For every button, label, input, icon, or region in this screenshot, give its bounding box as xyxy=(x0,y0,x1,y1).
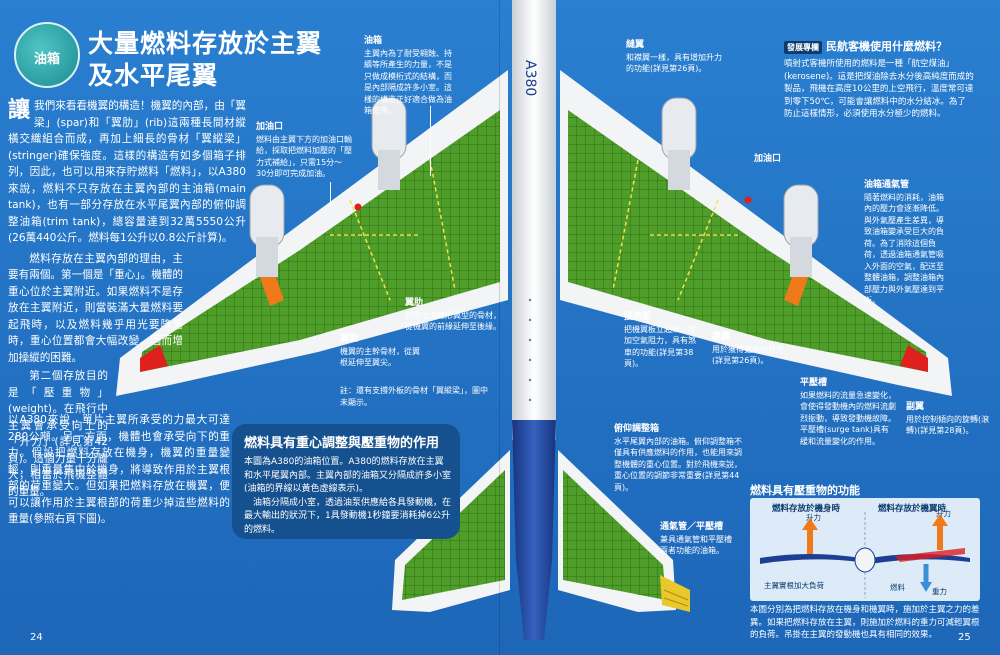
kerosene-question-box: 發展專欄民航客機使用什麼燃料？ 噴射式客機所使用的燃料是一種「航空煤油」(ker… xyxy=(784,38,974,122)
dropcap: 讓 xyxy=(8,98,31,123)
footnote-text: 註：還有支撐外板的骨材「翼縱梁」，圖中未顯示。 xyxy=(340,386,488,407)
effect-diagram: 燃料存放於機身時 燃料存放於機翼時 升力 升力 主翼實根加大負荷 燃料 重力 xyxy=(750,498,980,601)
note-flap-text: 用於獲得更大的升力(詳見第26頁)。 xyxy=(712,344,784,366)
effect-right-label: 燃料存放於機翼時 xyxy=(878,504,947,514)
qbox-tag: 發展專欄 xyxy=(784,41,822,54)
infobox-text: 本圖為A380的油箱位置。A380的燃料存放在主翼和水平尾翼內部。主翼內部的油箱… xyxy=(244,456,452,537)
right-trim-tank xyxy=(563,470,666,600)
fuselage xyxy=(512,0,556,440)
note-vent-text: 隨著燃料的消耗，油箱內的壓力會逐漸降低。與外氣壓產生差異，導致油箱變承受巨大的負… xyxy=(864,192,944,306)
left-surge-tank xyxy=(140,345,168,372)
infobox-text-2: 油箱分隔成小室，透過油泵供應給各具發動機，在最大輸出的狀況下，1具發動機1秒鐘要… xyxy=(244,497,452,535)
note-rib: 翼肋 創造出流線形翼型的骨材，從機翼的前緣延伸至後緣。 xyxy=(405,298,505,333)
note-spar-heading: 翼梁 xyxy=(340,334,359,344)
note-vent-heading: 油箱通氣管 xyxy=(864,180,910,190)
note-filler: 加油口 燃料由主翼下方的加油口輸給，採取把燃料加壓的「壓力式補給」，只需15分～… xyxy=(256,122,352,180)
note-slat-heading: 縫翼 xyxy=(626,40,645,50)
body-paragraph-4: 以A380來說，單片主翼所承受的力最大可達280公噸。另一方面，機體也會承受向下… xyxy=(8,414,230,525)
note-vent: 油箱通氣管 隨著燃料的消耗，油箱內的壓力會逐漸降低。與外氣壓產生差異，導致油箱變… xyxy=(864,180,948,307)
infobox-text-1: 本圖為A380的油箱位置。A380的燃料存放在主翼和水平尾翼內部。主翼內部的油箱… xyxy=(244,457,452,494)
title-line-1: 大量燃料存放於主翼 xyxy=(88,29,323,58)
fuel-role-box: 燃料具有重心調整與壓重物的作用 本圖為A380的油箱位置。A380的燃料存放在主… xyxy=(232,424,460,539)
page-title: 大量燃料存放於主翼 及水平尾翼 xyxy=(88,28,322,92)
note-surge: 平壓槽 如果燃料的流量急速變化，會使得發動機內的燃料流劇烈振動，導致發動機故障。… xyxy=(800,378,896,447)
leader-line xyxy=(330,182,331,206)
body-paragraph-2: 燃料存放在主翼內部的理由，主要有兩個。第一個是「重心」。機體的重心位於主翼附近。… xyxy=(8,252,183,364)
note-hstab-vent: 通氣管／平壓槽 兼具通氣管和平壓槽兩者功能的油箱。 xyxy=(660,522,734,557)
section-badge: 油箱 xyxy=(14,22,80,88)
note-spoiler-heading: 擾流板 xyxy=(624,312,652,322)
note-hstab-heading: 通氣管／平壓槽 xyxy=(660,522,724,532)
hstab-vent xyxy=(660,575,690,612)
effect-lift-left: 升力 xyxy=(806,513,821,522)
note-fuel-tank-text: 主翼內為了耐受翱蝕、持續等所產生的力量，不是只做成模桁式的結構，而是內部隔成許多… xyxy=(364,48,452,116)
page-number-right: 25 xyxy=(958,632,971,643)
qbox-heading-row: 發展專欄民航客機使用什麼燃料？ xyxy=(784,38,974,54)
badge-label: 油箱 xyxy=(33,52,60,67)
note-trim: 俯仰調整箱 水平尾翼內部的油箱。俯仰調整箱不僅具有供應燃料的作用，也能用來調整機… xyxy=(614,424,748,493)
infobox-heading: 燃料具有重心調整與壓重物的作用 xyxy=(244,436,440,451)
note-aileron-text: 用於控制傾向的旋轉(滾轉)(詳見第28頁)。 xyxy=(906,414,990,436)
title-line-2: 及水平尾翼 xyxy=(88,61,219,90)
note-filler-right: 加油口 xyxy=(754,154,804,166)
note-hstab-text: 兼具通氣管和平壓槽兩者功能的油箱。 xyxy=(660,534,732,556)
body-paragraph-1: 我們來看看機翼的構造！機翼的內部，由「翼梁」(spar)和「翼肋」(rib)這兩… xyxy=(8,100,246,244)
effect-lift-right: 升力 xyxy=(936,509,951,518)
body-paragraph-3: 第二個存放目的是「壓重物」(weight)。在飛行中主翼會承受向上的「升力」(詳… xyxy=(8,370,108,498)
note-aileron-heading: 副翼 xyxy=(906,402,925,412)
note-footnote: 註：還有支撐外板的骨材「翼縱梁」，圖中未顯示。 xyxy=(340,385,490,408)
note-surge-text: 如果燃料的流量急速變化，會使得發動機內的燃料流劇烈振動，導致發動機故障。平壓槽(… xyxy=(800,390,896,446)
page-number-left: 24 xyxy=(30,632,43,643)
note-spoiler-text: 把機翼板立起來，增加空氣阻力，具有煞車的功能(詳見第38頁)。 xyxy=(624,324,696,369)
note-filler-heading: 加油口 xyxy=(256,122,284,132)
note-trim-text: 水平尾翼內部的油箱。俯仰調整箱不僅具有供應燃料的作用，也能用來調整機體的重心位置… xyxy=(614,436,742,492)
note-spar: 翼梁 機翼的主幹骨材，從翼根延伸至翼尖。 xyxy=(340,334,420,369)
note-slat-text: 和襟翼一樣，具有增加升力的功能(詳見第26頁)。 xyxy=(626,52,722,74)
note-spoiler: 擾流板 把機翼板立起來，增加空氣阻力，具有煞車的功能(詳見第38頁)。 xyxy=(624,312,698,370)
note-aileron: 副翼 用於控制傾向的旋轉(滾轉)(詳見第28頁)。 xyxy=(906,402,990,437)
note-rib-text: 創造出流線形翼型的骨材，從機翼的前緣延伸至後緣。 xyxy=(405,310,501,332)
note-filler-right-heading: 加油口 xyxy=(754,154,782,164)
effect-load-label: 主翼實根加大負荷 xyxy=(764,581,824,590)
engines xyxy=(249,97,819,277)
qbox-text: 噴射式客機所使用的燃料是一種「航空煤油」(kerosene)。這是把煤油除去水分… xyxy=(784,59,974,119)
note-fuel-tank-heading: 油箱 xyxy=(364,36,383,46)
note-flap-heading: 襟翼 xyxy=(712,332,731,342)
note-filler-text: 燃料由主翼下方的加油口輸給，採取把燃料加壓的「壓力式補給」，只需15分～30分即… xyxy=(256,134,352,179)
note-rib-heading: 翼肋 xyxy=(405,298,424,308)
left-main-tank xyxy=(140,110,500,372)
effect-left-label: 燃料存放於機身時 xyxy=(772,504,841,514)
ballast-effect-box: 燃料具有壓重物的功能 燃料存放於機身時 燃料存放於機翼時 升力 升力 主翼實根加… xyxy=(750,482,980,602)
body-text: 讓 我們來看看機翼的構造！機翼的內部，由「翼梁」(spar)和「翼肋」(rib)… xyxy=(8,98,246,500)
note-spar-text: 機翼的主幹骨材，從翼根延伸至翼尖。 xyxy=(340,346,420,368)
note-surge-heading: 平壓槽 xyxy=(800,378,828,388)
note-trim-heading: 俯仰調整箱 xyxy=(614,424,660,434)
note-flap: 襟翼 用於獲得更大的升力(詳見第26頁)。 xyxy=(712,332,792,367)
right-surge-tank xyxy=(900,345,928,372)
note-fuel-tank: 油箱 主翼內為了耐受翱蝕、持續等所產生的力量，不是只做成模桁式的結構，而是內部隔… xyxy=(364,36,456,117)
rear-fuselage xyxy=(512,420,556,640)
right-main-tank xyxy=(568,110,928,372)
effect-fuel-label: 燃料 xyxy=(890,583,905,592)
effect-gravity-label: 重力 xyxy=(932,587,947,596)
spread-gutter xyxy=(499,0,500,655)
note-slat: 縫翼 和襟翼一樣，具有增加升力的功能(詳見第26頁)。 xyxy=(626,40,722,75)
svg-text:A380: A380 xyxy=(522,60,538,96)
effect-caption: 本圖分別為把燃料存放在機身和機翼時，施加於主翼之力的差異。如果把燃料存放在主翼，… xyxy=(750,605,980,640)
leader-line xyxy=(430,106,431,176)
effect-svg xyxy=(760,512,970,598)
qbox-heading: 民航客機使用什麼燃料？ xyxy=(826,40,947,53)
effect-heading: 燃料具有壓重物的功能 xyxy=(750,484,860,497)
